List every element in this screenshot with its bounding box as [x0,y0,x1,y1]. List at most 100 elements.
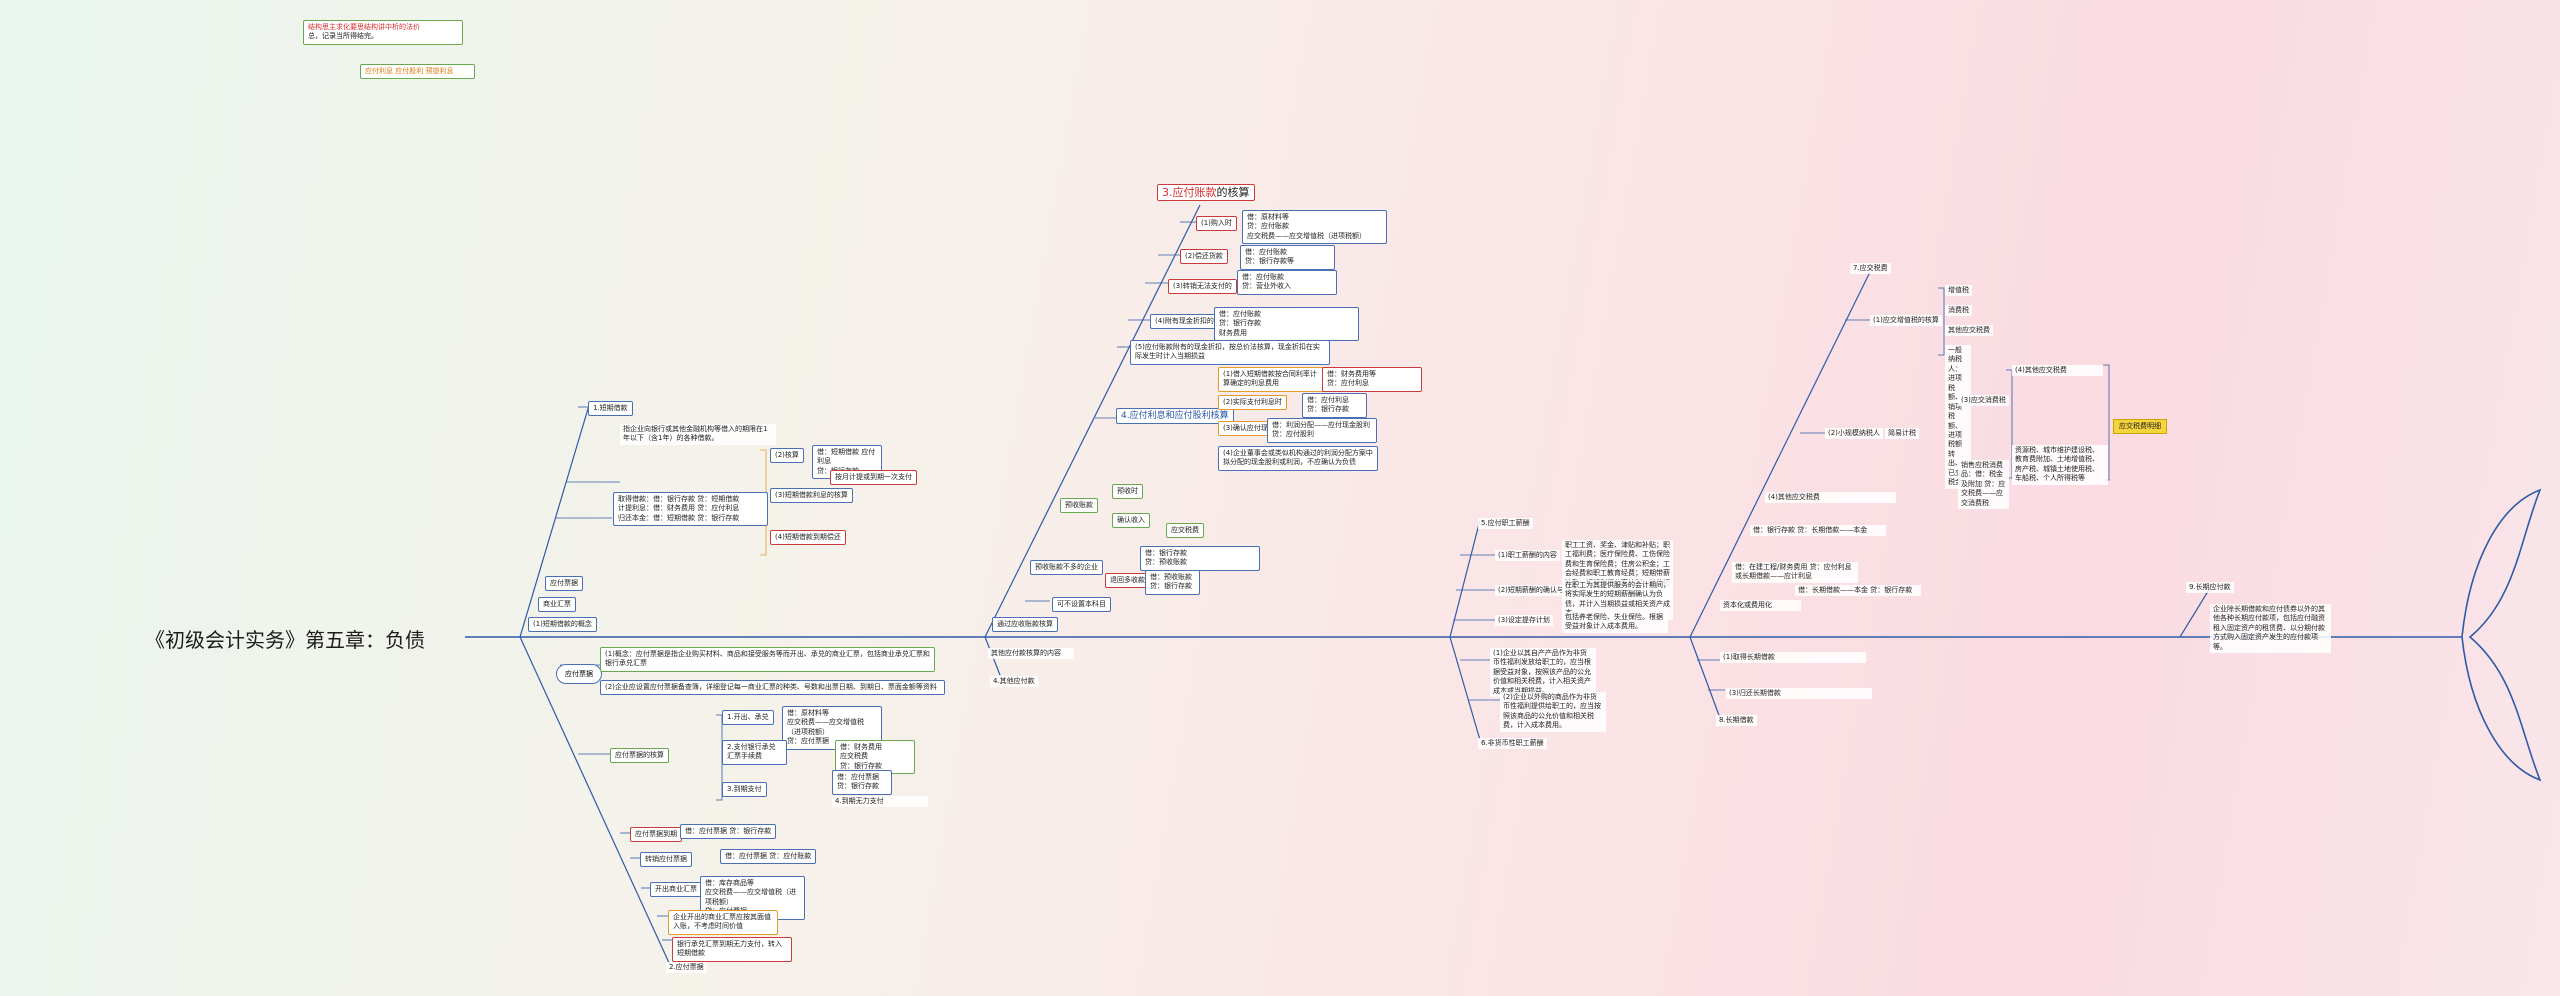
branch9-detail: 企业除长期借款和应付债券以外的其他各种长期应付款项，包括应付融资租入固定资产的租… [2210,604,2331,654]
b2-item8-detail: 借：应付票据 贷：应付账款 [720,849,817,865]
b2-item0: (1)概念：应付票据是指企业购买材料、商品和接受服务等而开出、承兑的商业汇票，包… [600,647,935,672]
b3-item2-label: (3)转销无法支付的 [1168,279,1237,295]
prepaid-item0-label: 预收时 [1112,484,1143,500]
b4-item0-label: (1)借入短期借款按合同利率计算确定的利息费用 [1218,367,1328,392]
b8-item0: 借：银行存款 贷：长期借款——本金 [1750,525,1886,537]
b7-item2: 其他应交税费 [1945,325,1993,337]
bone-branch5 [1449,519,1481,638]
branch7-header: 7.应交税费 [1850,263,1891,275]
b7-item1: 消费税 [1945,305,1972,317]
branch1-header: 1.短期借款 [588,401,633,417]
prepaid-item1-label: 确认收入 [1112,513,1150,529]
bone-branch9 [2179,587,2211,638]
branch3-header: 3.应付账款的核算 [1157,184,1255,201]
b2-item9-label: 开出商业汇票 [650,882,702,898]
b3-item4-label: (5)应付账款附有的现金折扣，按总价法核算，现金折扣在实际发生时计入当期损益 [1130,340,1330,365]
prepaid-sub-e: 4.其他应付款 [990,676,1038,688]
b8-item1: 借：在建工程/财务费用 贷：应付利息或长期借款——应计利息 [1732,562,1858,583]
note-box-1: 结构思主求化要思结构讲中析的法价 总，记录当所得结完。 [303,20,463,45]
prepaid-header: 预收账款 [1060,498,1098,514]
b2-item7-detail: 借：应付票据 贷：银行存款 [680,824,777,840]
b7-item7-label: (4)其他应交税费 [1765,492,1896,504]
bone-branch8 [1689,636,1721,719]
fish-tail [2461,488,2542,782]
b8-item3: 资本化或费用化 [1720,600,1801,612]
prepaid-sub-a: 预收账款不多的企业 [1030,560,1103,576]
note-1-text: 结构思主求化要思结构讲中析的法价 [308,23,420,31]
b2-item6-label: 4.到期无力支付 [832,796,928,808]
prepaid-sub-c: 通过应收账款核算 [992,617,1058,633]
b5-item0-label: (1)职工薪酬的内容 [1495,550,1560,562]
b3-item0-detail: 借：原材料等 贷：应付账款 应交税费——应交增值税（进项税额） [1242,210,1387,245]
b2-item10: 企业开出的商业汇票应按其面值入账，不考虑时间价值 [668,910,778,935]
b6-item1: (2)企业以外购的商品作为非货币性福利提供给职工的，应当按照该商品的公允价值和相… [1500,692,1606,732]
prepaid-sub-d: 其他应付款核算的内容 [988,648,1074,660]
bone-branch7 [1689,271,1871,638]
b2-item11: 银行承兑汇票到期无力支付，转入短期借款 [672,937,792,962]
branch6-header: 6.非货币性职工薪酬 [1478,738,1547,750]
prepaid-item0-detail: 借：银行存款 贷：预收账款 [1140,546,1260,571]
b7-item6-detail: 资源税、城市维护建设税、教育费附加、土地增值税、房产税、城镇土地使用税、车船税、… [2012,445,2108,485]
prepaid-item3-detail: 借：预收账款 贷：银行存款 [1145,570,1200,595]
branch9-header: 9.长期应付款 [2186,582,2234,594]
b1-item2-label: (3)短期借款利息的核算 [770,488,853,504]
branch4-header-a: 4.应付利息和 [1121,411,1175,421]
note-box-2: 应付利息 应付股利 预提利息 [360,64,475,80]
b2-item4-label: 2.支付银行承兑汇票手续费 [722,740,787,765]
b2-item1: (2)企业应设置应付票据备查簿，详细登记每一商业汇票的种类、号数和出票日期、到期… [600,680,945,696]
b2-item5-detail: 借：应付票据 贷：银行存款 [832,770,892,795]
b1-item1-detail: 取得借款：借：银行存款 贷：短期借款 计提利息：借：财务费用 贷：应付利息 归还… [613,492,768,527]
b4-item1-label: (2)实际支付利息时 [1218,395,1287,411]
branch2-cloud: 应付票据 [556,664,602,684]
b1-item2-detail: 按月计提或到期一次支付 [830,470,917,486]
b4-item0-detail: 借：财务费用等 贷：应付利息 [1322,367,1422,392]
b3-item3-label: (4)附有现金折扣的 [1150,314,1219,330]
page-title: 《初级会计实务》第五章：负债 [145,628,425,652]
bone-branch2 [519,636,671,966]
b3-item1-detail: 借：应付账款 贷：银行存款等 [1240,245,1335,270]
branch4-header: 4.应付利息和应付股利核算 [1116,408,1234,424]
b5-item2-detail: 包括养老保险、失业保险。根据受益对象计入成本费用。 [1562,612,1668,633]
prepaid-sub-b: 可不设置本科目 [1052,597,1111,613]
b1-item4-label: 应付票据 [545,576,583,592]
b3-item1-label: (2)偿还货款 [1180,249,1228,265]
bone-branch1 [519,401,591,638]
bone-branch6 [1449,636,1481,741]
b8-item2-label: (3)归还长期借款 [1726,688,1872,700]
b1-item3-label: (4)短期借款到期偿还 [770,530,846,546]
b7-item5-detail: 销售应税消费品：借：税金及附加 贷：应交税费——应交消费税 [1958,460,2009,510]
b5-item2-label: (3)设定提存计划 [1495,615,1553,627]
b2-item8-label: 转销应付票据 [640,852,692,868]
prepaid-item2-label: 应交税费 [1166,523,1204,539]
b2-item7-label: 应付票据到期 [630,827,682,843]
b6-item0: (1)企业以其自产产品作为非货币性福利发放给职工的，应当根据受益对象，按照该产品… [1490,648,1596,698]
b7-item5-label: (3)应交消费税 [1958,395,2009,407]
b1-item4-detail: 商业汇票 [538,597,576,613]
b7-item4-detail: 简易计税 [1885,428,1919,440]
b7-item4-label: (2)小规模纳税人 [1825,428,1883,440]
b1-item1-label: (2)核算 [770,448,804,464]
b3-item2-detail: 借：应付账款 贷：营业外收入 [1237,270,1337,295]
b1-item0-detail: 指企业向银行或其他金融机构等借入的期限在1年以下（含1年）的各种借款。 [620,424,776,445]
branch3-header-b: 的核算 [1216,186,1250,199]
branch3-header-a: 3.应付账款 [1162,186,1217,199]
b8-item2: 借：长期借款——本金 贷：银行存款 [1795,585,1921,597]
note-2-text: 应付利息 应付股利 预提利息 [365,67,454,75]
b7-item6-label: (4)其他应交税费 [2012,365,2103,377]
bone-branch3 [984,204,1201,638]
b3-item3-detail: 借：应付账款 贷：银行存款 财务费用 [1214,307,1359,342]
b3-item0-label: (1)购入时 [1196,216,1237,232]
b7-item3-label: (1)应交增值税的核算 [1870,315,1942,327]
b1-item0-label: (1)短期借款的概念 [528,617,597,633]
b7-item0: 增值税 [1945,285,1972,297]
b8-item0-label: (1)取得长期借款 [1720,652,1866,664]
b5-item1-label: (2)短期薪酬的确认与计量 [1495,585,1581,597]
branch2-header: 2.应付票据 [666,962,707,974]
b7-highlight: 应交税费明细 [2113,419,2167,435]
b2-item3-label: 1.开出、承兑 [722,710,774,726]
branch4-header-b: 应付股利核算 [1174,411,1229,421]
branch8-header: 8.长期借款 [1716,715,1757,727]
b2-item5-label: 3.到期支付 [722,782,767,798]
branch5-header: 5.应付职工薪酬 [1478,518,1533,530]
